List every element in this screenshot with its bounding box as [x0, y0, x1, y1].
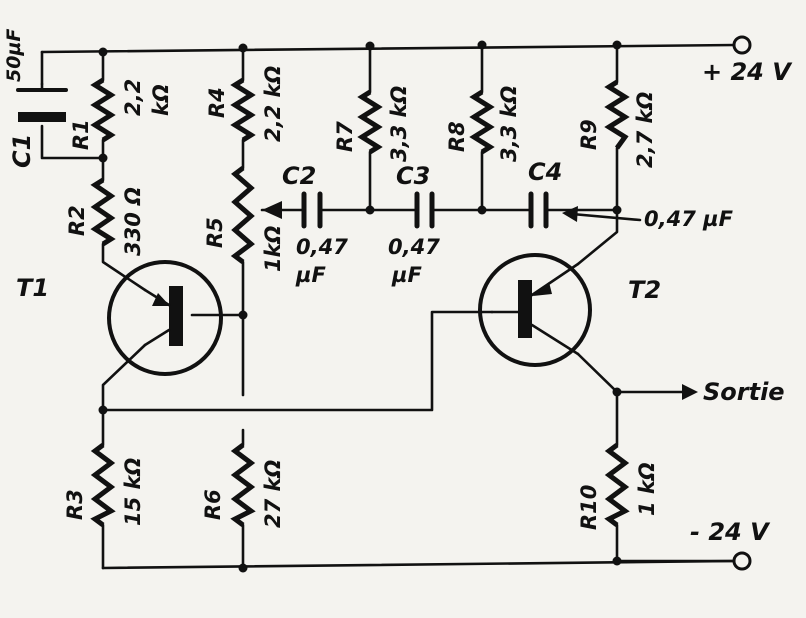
resistor-r3	[90, 443, 116, 527]
label-c1-value: 50µF	[3, 29, 25, 82]
label-r10: R10	[577, 485, 601, 530]
label-vminus: - 24 V	[690, 518, 771, 546]
label-r2-value: 330 Ω	[121, 187, 145, 256]
label-r6-value: 27 kΩ	[261, 459, 285, 528]
label-r9-value: 2,7 kΩ	[633, 92, 657, 168]
label-r3: R3	[63, 489, 87, 520]
label-c3: C3	[396, 162, 430, 190]
transistor-t1	[107, 260, 223, 376]
negative-terminal	[732, 551, 752, 571]
label-r8-value: 3,3 kΩ	[497, 86, 521, 162]
resistor-r5	[230, 166, 255, 264]
capacitor-c3	[414, 191, 435, 229]
resistor-r1	[90, 77, 116, 143]
label-c4: C4	[528, 158, 562, 186]
label-c1: C1	[8, 134, 36, 168]
label-c3-value-b: µF	[391, 263, 422, 287]
label-output: Sortie	[703, 378, 785, 406]
label-r1: R1	[69, 119, 93, 150]
label-r5-value: 1kΩ	[261, 225, 285, 272]
label-r8: R8	[445, 121, 469, 152]
label-r2: R2	[65, 205, 89, 236]
capacitor-c4	[528, 191, 549, 229]
capacitor-c2	[301, 191, 323, 229]
label-r1-value-a: 2,2	[121, 79, 145, 116]
output-arrow	[682, 384, 698, 400]
wires	[40, 43, 737, 570]
label-t1: T1	[16, 274, 49, 302]
label-r3-value: 15 kΩ	[121, 457, 145, 526]
transistor-t2	[478, 253, 592, 367]
label-r5: R5	[203, 217, 227, 248]
label-r7: R7	[333, 121, 357, 152]
label-r4-value: 2,2 kΩ	[261, 66, 285, 142]
capacitor-c1	[16, 82, 68, 122]
positive-terminal	[732, 35, 752, 55]
label-c2-value-a: 0,47	[296, 235, 348, 259]
labels: C1 50µF R1 2,2 kΩ R2 330 Ω R4 2,2 kΩ R5 …	[3, 29, 793, 546]
label-c2: C2	[282, 162, 316, 190]
label-r4: R4	[205, 87, 229, 118]
r5-wiper-arrow	[262, 201, 282, 219]
label-c4-value: 0,47 µF	[644, 207, 734, 231]
resistor-r7	[357, 89, 383, 155]
junctions	[98, 40, 622, 573]
resistor-r2	[90, 177, 116, 247]
label-r6: R6	[201, 489, 225, 520]
c4-value-arrow	[562, 206, 642, 222]
label-r10-value: 1 kΩ	[635, 462, 659, 516]
label-c3-value-a: 0,47	[388, 235, 440, 259]
label-r1-value-b: kΩ	[149, 84, 173, 116]
resistor-r6	[230, 443, 256, 527]
label-vplus: + 24 V	[702, 58, 793, 86]
resistor-r4	[230, 77, 256, 143]
resistor-r10	[604, 443, 630, 527]
label-t2: T2	[628, 276, 661, 304]
positive-rail	[40, 43, 737, 54]
label-c2-value-b: µF	[295, 263, 326, 287]
label-r7-value: 3,3 kΩ	[387, 86, 411, 162]
label-r9: R9	[577, 119, 601, 150]
resistor-r8	[469, 89, 495, 155]
resistor-r9	[604, 79, 630, 150]
resistors	[90, 77, 630, 527]
